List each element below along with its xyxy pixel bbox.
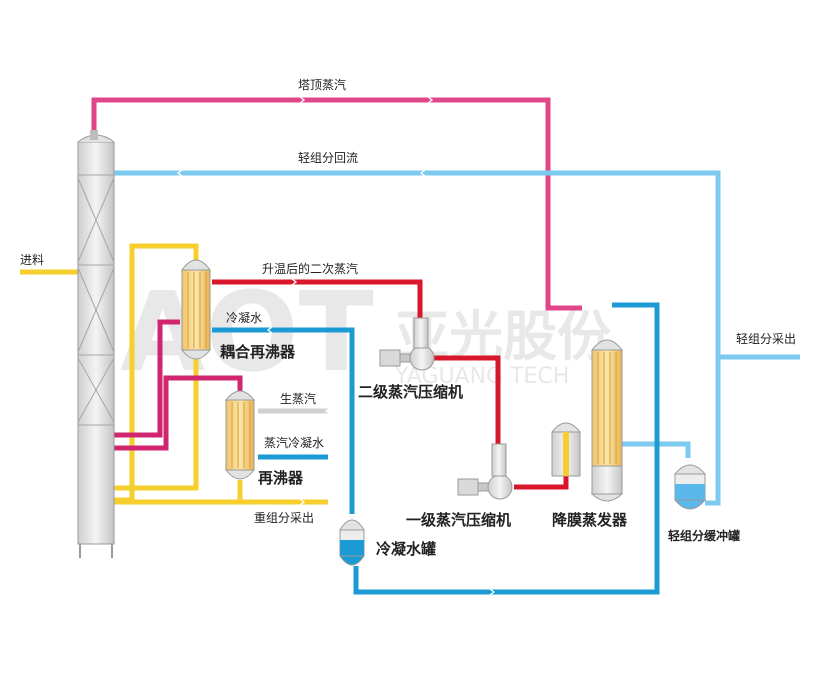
label-condensate-tank: 冷凝水罐 — [376, 540, 436, 558]
label-top-vapor: 塔顶蒸汽 — [298, 77, 346, 92]
pipe-reboiler-loop — [114, 355, 199, 491]
pipe-heat-loop-a — [114, 319, 180, 438]
pipe-condensate-return — [353, 302, 660, 595]
condensate-tank — [339, 519, 365, 566]
distillation-column — [77, 130, 115, 558]
label-steam-condensate: 蒸汽冷凝水 — [264, 435, 324, 450]
pipe-light-reflux — [114, 170, 721, 506]
flow-arrows — [176, 96, 496, 596]
pipe-heat-loop-b — [114, 375, 243, 451]
vapor-separator — [550, 422, 582, 477]
pipe-condensate — [212, 327, 355, 514]
label-condensate-line: 冷凝水 — [226, 310, 262, 325]
coupled-reboiler — [180, 259, 212, 360]
label-falling-film-evaporator: 降膜蒸发器 — [552, 511, 628, 529]
label-first-compressor: 一级蒸汽压缩机 — [406, 511, 511, 529]
label-heavy-out: 重组分采出 — [254, 511, 314, 525]
label-light-buffer-tank: 轻组分缓冲罐 — [668, 528, 740, 543]
reboiler — [224, 390, 256, 480]
label-reflux: 轻组分回流 — [298, 151, 358, 165]
label-reboiler: 再沸器 — [258, 469, 304, 487]
pipe-compressor-link — [432, 355, 501, 444]
label-second-compressor: 二级蒸汽压缩机 — [358, 383, 463, 401]
label-feed: 进料 — [20, 253, 44, 267]
pipe-evap-to-first-comp — [514, 476, 569, 490]
label-heated-vapor: 升温后的二次蒸汽 — [262, 261, 358, 276]
pipe-top-vapor — [91, 97, 582, 311]
light-buffer-tank — [673, 464, 707, 510]
label-light-out: 轻组分采出 — [736, 332, 796, 346]
second-compressor — [379, 317, 435, 371]
falling-film-evaporator — [590, 339, 624, 502]
label-coupled-reboiler: 耦合再沸器 — [220, 343, 296, 361]
label-live-steam: 生蒸汽 — [280, 391, 316, 406]
pipe-heated-vapor — [212, 279, 423, 318]
pipe-evaporator-to-buffer — [620, 441, 691, 458]
first-compressor — [457, 443, 513, 500]
